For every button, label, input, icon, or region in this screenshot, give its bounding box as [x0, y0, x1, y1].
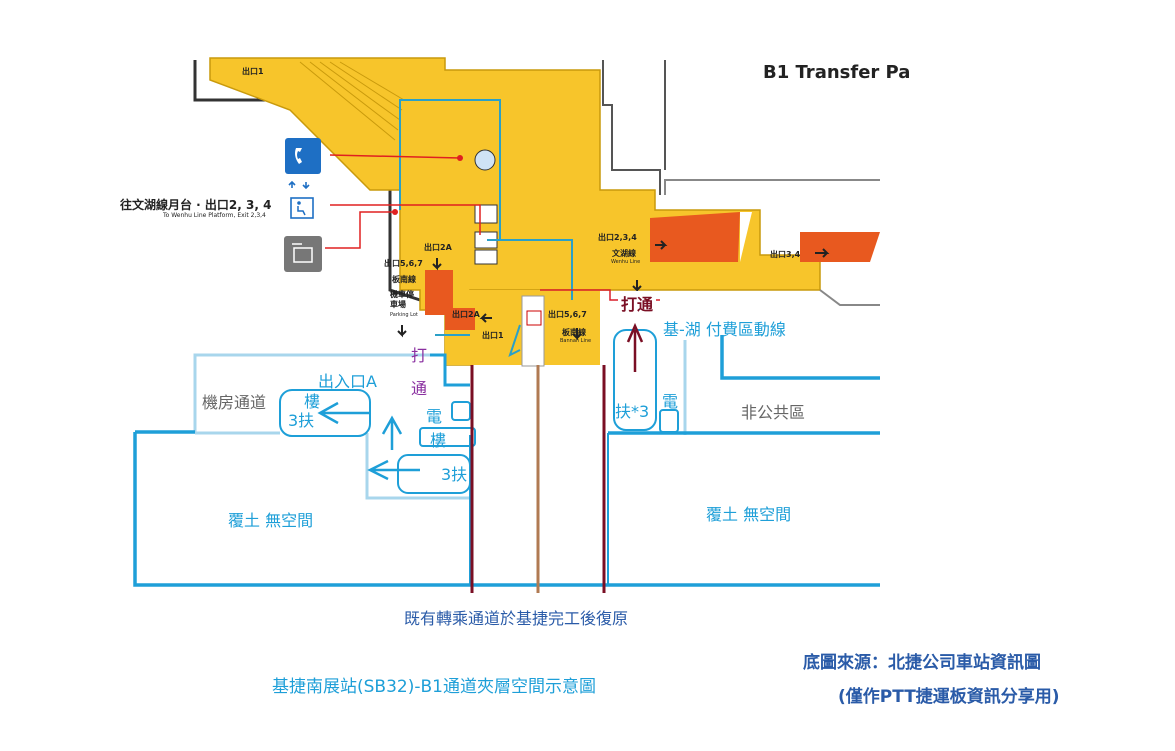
bannan-center-label: 板南線: [562, 328, 586, 337]
three-escalator-top-label: 3扶: [288, 411, 315, 430]
column: [521, 295, 545, 367]
accessible-elevator-icon: [288, 180, 314, 219]
wenhu-platform-zh: 往文湖線月台 · 出口2, 3, 4: [120, 198, 272, 212]
exit-567-center-label: 出口5,6,7: [548, 310, 587, 319]
da-left-label: 打: [411, 346, 428, 365]
elevator-outline: [659, 409, 679, 433]
header-en: B1 Transfer Pa: [763, 62, 911, 83]
arrow-icon: [572, 328, 582, 341]
exit-2a-center-label: 出口2A: [452, 310, 480, 319]
callout-line: [329, 154, 461, 159]
locker-icon: [284, 236, 322, 272]
phone-icon: [285, 138, 321, 174]
backfill-left-label: 覆土 無空間: [228, 511, 314, 530]
escalator-gap: [740, 212, 752, 262]
arrow-left-icon: [367, 459, 420, 481]
source-line-2: (僅作PTT捷運板資訊分享用): [838, 687, 1060, 707]
callout-dot: [457, 155, 463, 161]
elevator-box: [474, 204, 498, 224]
elevator-box: [526, 310, 542, 326]
escalator: [425, 270, 453, 315]
stairs-outline: [419, 427, 476, 447]
elevator-left-label: 電: [426, 407, 443, 426]
exit-1-center-label: 出口1: [482, 331, 504, 340]
arrow-icon: [432, 258, 442, 271]
blue-wall: [133, 432, 880, 587]
exit-1-label: 出口1: [242, 67, 264, 76]
info-icon: [474, 149, 496, 171]
bannan-label: 板南線: [392, 275, 416, 284]
existing-passage-note: 既有轉乘通道於基捷完工後復原: [404, 609, 629, 628]
parking-label: 機車停車場: [390, 290, 414, 309]
escalator-outline: [397, 454, 471, 494]
exit-567-label: 出口5,6,7: [384, 259, 423, 268]
parking-en: Parking Lot: [390, 312, 418, 318]
route-line: [490, 239, 573, 300]
arrow-icon: [479, 313, 492, 323]
light-blue-wall: [193, 353, 430, 433]
stairs-top-label: 樓: [304, 392, 321, 411]
da-tong-right-label: 打通: [618, 291, 657, 315]
elevator-right-label: 電: [662, 392, 679, 411]
arrow-icon: [655, 240, 668, 250]
callout-line: [330, 204, 481, 235]
escalator: [800, 232, 880, 262]
exit-234-label: 出口2,3,4: [598, 233, 637, 242]
station-floor-plan: [193, 57, 880, 367]
wall-line: [602, 60, 661, 195]
backfill-right-label: 覆土 無空間: [706, 505, 792, 524]
light-blue-wall: [365, 433, 470, 500]
exit-34-label: 出口3,4: [770, 250, 801, 259]
passage-overlay: [133, 322, 880, 593]
callout-dot: [392, 209, 398, 215]
arrow-left-icon: [317, 401, 370, 425]
three-escalator-bottom-label: 3扶: [441, 465, 468, 484]
route-line: [508, 324, 521, 357]
bannan-center-en: Bannan Line: [560, 338, 592, 344]
diagram-caption: 基捷南展站(SB32)-B1通道夾層空間示意圖: [272, 677, 596, 697]
wall-line: [664, 179, 880, 195]
wenhu-label: 文湖線: [612, 249, 636, 258]
escalator: [650, 212, 740, 262]
route-line: [399, 99, 501, 240]
escalator: [445, 308, 475, 330]
machine-room-label: 機房通道: [202, 393, 267, 412]
jihu-route-label: 基-湖 付費區動線: [663, 320, 786, 339]
wenhu-en: Wenhu Line: [611, 259, 641, 265]
arrow-icon: [632, 280, 642, 293]
non-public-label: 非公共區: [741, 403, 806, 422]
blue-wall: [430, 353, 470, 387]
arrow-icon: [815, 248, 830, 258]
tong-left-label: 通: [411, 379, 428, 398]
blue-wall: [720, 335, 880, 380]
arrow-up-icon: [626, 322, 644, 372]
exit-2a-label: 出口2A: [424, 243, 452, 252]
elevator-box: [474, 249, 498, 265]
stairs-bottom-label: 樓: [430, 431, 447, 450]
arrow-icon: [397, 325, 407, 338]
source-line-1: 底圖來源：北捷公司車站資訊圖: [803, 653, 1041, 673]
elevator-outline: [451, 401, 471, 421]
escalator-right-label: 扶*3: [615, 402, 650, 421]
callout-line: [325, 211, 395, 249]
wall-line: [819, 289, 880, 306]
arrow-up-icon: [381, 415, 403, 450]
ramp-stripes: [299, 61, 405, 141]
exit-a-label: 出入口A: [318, 372, 377, 391]
wenhu-platform-en: To Wenhu Line Platform, Exit 2,3,4: [163, 212, 266, 219]
